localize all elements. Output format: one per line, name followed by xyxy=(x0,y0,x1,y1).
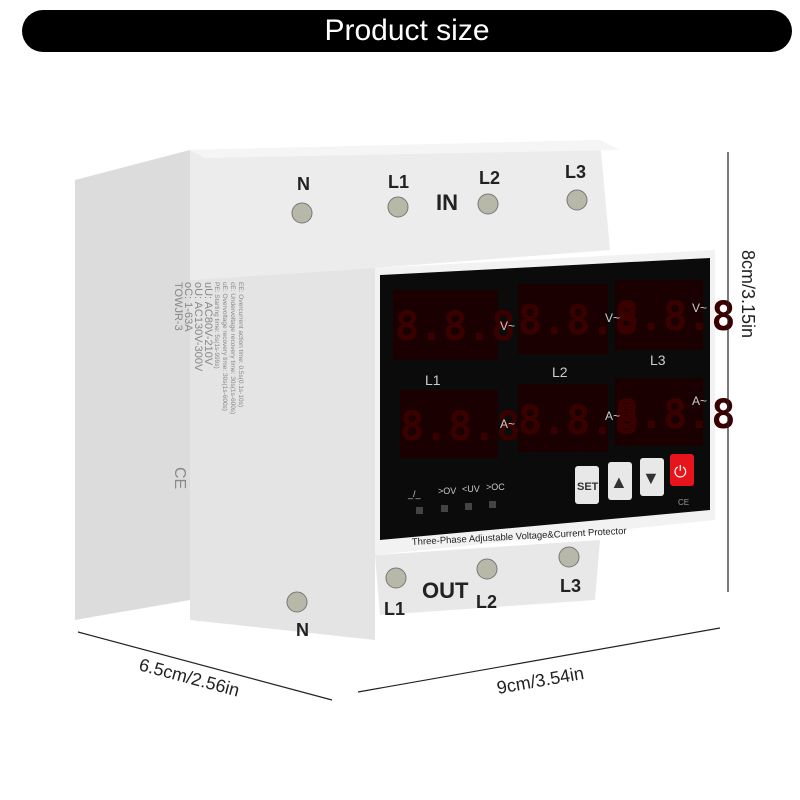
ce-mark-panel: CE xyxy=(678,498,689,507)
device-top xyxy=(190,140,620,158)
terminal-l2-out: L2 xyxy=(476,592,497,612)
spec-oc-action: EE: Overcurrent action time: 0.5s(0.1s-1… xyxy=(237,282,244,407)
banner-title: Product size xyxy=(324,14,490,47)
down-button[interactable]: ▼ xyxy=(640,458,664,496)
screw-icon xyxy=(558,546,580,568)
spec-model: TOWJR-3 xyxy=(172,282,184,331)
in-label: IN xyxy=(436,190,458,215)
amp-unit: A~ xyxy=(605,409,620,423)
indicator-leds xyxy=(416,501,496,514)
device-front xyxy=(190,268,375,640)
terminal-l3-out: L3 xyxy=(560,576,581,596)
indicator-label-ov: >OV xyxy=(438,486,456,496)
screw-icon xyxy=(385,567,407,589)
width-dimension: 9cm/3.54in xyxy=(495,663,585,698)
phase-label-l1: L1 xyxy=(425,372,441,388)
screw-icon xyxy=(476,558,498,580)
terminal-n-out: N xyxy=(296,620,309,640)
voltage-displays: 8.8.8 8.8.8 8.8.8 xyxy=(393,280,735,360)
amp-unit: A~ xyxy=(500,417,515,431)
terminal-l1-in: L1 xyxy=(388,172,409,192)
spec-overvoltage: oU: AC130V-300V xyxy=(192,282,204,372)
spec-undervoltage: uU: AC80V-210V xyxy=(202,282,214,366)
indicator-label-oc: >OC xyxy=(486,482,505,492)
ce-mark-side: CE xyxy=(171,467,188,489)
amp-unit: A~ xyxy=(692,394,707,408)
screw-icon xyxy=(387,196,409,218)
screw-icon xyxy=(566,189,588,211)
terminal-l1-out: L1 xyxy=(384,599,405,619)
height-dimension: 8cm/3.15in xyxy=(738,250,758,338)
dimension-lines xyxy=(77,152,729,701)
spec-ov-recovery: uE: Overvoltage recovery time: 30s(1s-60… xyxy=(221,282,228,411)
up-arrow-icon: ▲ xyxy=(610,472,628,492)
down-arrow-icon: ▼ xyxy=(642,468,660,488)
spec-start-time: PE: Starting time: 5s(1s-999s) xyxy=(213,282,220,369)
display-v-l3: 8.8.8 xyxy=(615,294,735,340)
terminal-l2-in: L2 xyxy=(479,168,500,188)
display-v-l2: 8.8.8 xyxy=(518,298,638,344)
up-button[interactable]: ▲ xyxy=(608,462,632,500)
indicator-label-uv: <UV xyxy=(462,484,480,494)
current-displays: 8.8.8 8.8.8 8.8.8 xyxy=(400,378,735,458)
title-banner: Product size xyxy=(22,10,792,52)
power-icon: ⏻ xyxy=(674,464,687,481)
out-label: OUT xyxy=(422,578,469,603)
volt-unit: V~ xyxy=(692,301,707,315)
display-a-l1: 8.8.8 xyxy=(400,404,520,450)
screw-icon xyxy=(286,591,308,613)
screw-terminals xyxy=(286,189,588,613)
display-a-l2: 8.8.8 xyxy=(518,398,638,444)
display-a-l3: 8.8.8 xyxy=(615,392,735,438)
volt-unit: V~ xyxy=(605,311,620,325)
volt-unit: V~ xyxy=(500,319,515,333)
device-side xyxy=(75,150,190,620)
terminal-l3-in: L3 xyxy=(565,162,586,182)
spec-uv-recovery: cE: Undervoltage recovery time: 30s(1s-6… xyxy=(229,282,236,414)
side-spec-label: TOWJR-3 oC: 1-63A oU: AC130V-300V uU: AC… xyxy=(171,282,244,489)
phase-label-l2: L2 xyxy=(552,364,568,380)
spec-current: oC: 1-63A xyxy=(182,282,194,332)
power-button[interactable]: ⏻ xyxy=(670,454,694,486)
indicator-label-switch: _/_ xyxy=(407,489,422,499)
phase-label-l3: L3 xyxy=(650,352,666,368)
set-button[interactable]: SET xyxy=(575,466,599,504)
screw-icon xyxy=(477,193,499,215)
screw-icon xyxy=(291,202,313,224)
terminal-n-in: N xyxy=(297,174,310,194)
display-v-l1: 8.8.8 xyxy=(395,304,515,350)
set-label: SET xyxy=(577,481,599,493)
